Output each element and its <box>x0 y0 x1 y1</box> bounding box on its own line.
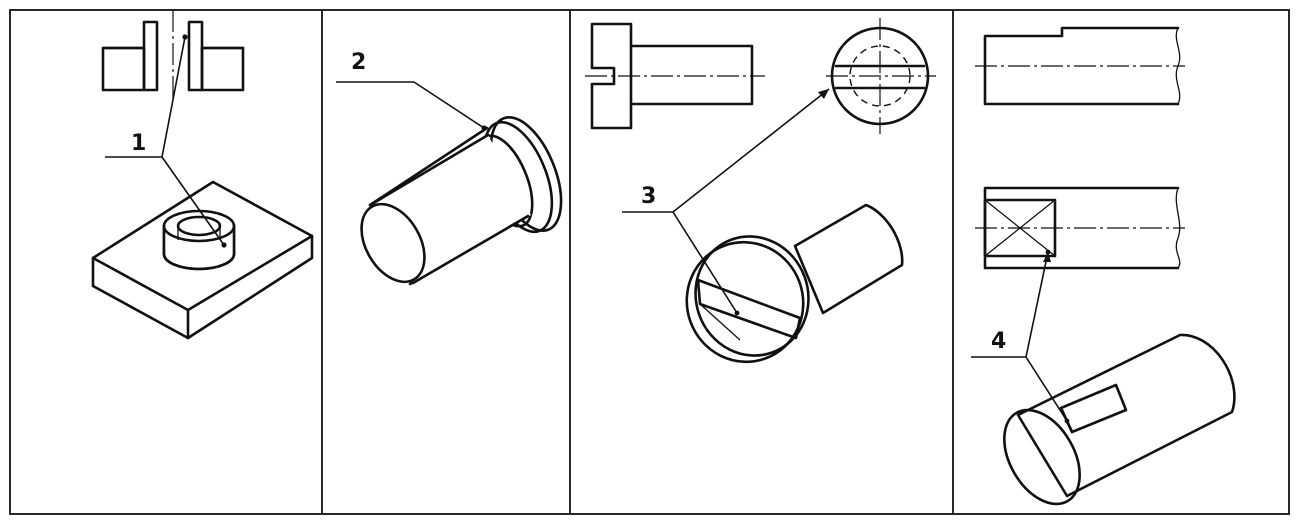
callout-3: 3 <box>622 88 830 314</box>
callout-1: 1 <box>105 36 225 246</box>
flange-section-view <box>101 10 245 98</box>
block-with-boss-isometric <box>91 180 314 340</box>
callout-3-label: 3 <box>641 184 656 209</box>
figure-frame <box>9 9 1290 515</box>
callout-2: 2 <box>336 50 485 129</box>
shaft-with-collar-isometric <box>360 116 563 286</box>
panel-2: 2 <box>336 50 563 286</box>
panel-1: 1 <box>91 10 314 340</box>
screw-end-view <box>826 18 936 134</box>
screw-front-view <box>585 22 765 130</box>
screw-isometric <box>685 203 904 364</box>
shaft-with-flat-isometric <box>1003 333 1236 506</box>
callout-4-label: 4 <box>991 329 1006 354</box>
callout-2-label: 2 <box>351 50 366 75</box>
shaft-flat-view <box>975 186 1185 270</box>
callout-1-label: 1 <box>131 131 146 156</box>
panel-3: 3 <box>585 18 936 364</box>
callout-4: 4 <box>971 251 1068 422</box>
shaft-step-view <box>975 26 1185 106</box>
panel-4: 4 <box>971 26 1236 506</box>
